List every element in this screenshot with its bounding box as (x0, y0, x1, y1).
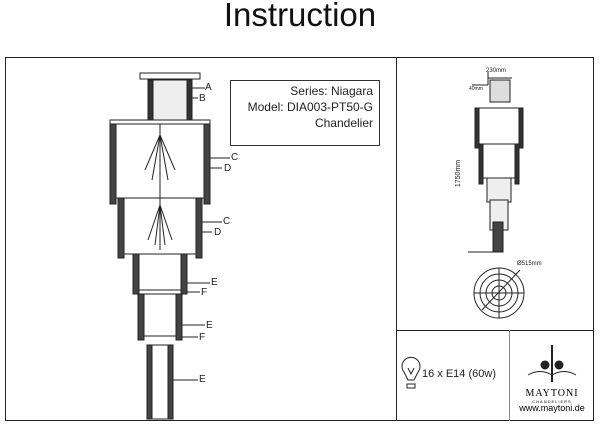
model-text: Model: DIA003-PT50-G (247, 100, 373, 114)
part-label: E (211, 277, 218, 288)
part-label: E (206, 320, 213, 331)
width-dimension: 230mm (486, 68, 507, 74)
product-info-box: Series: Niagara Model: DIA003-PT50-G Cha… (230, 80, 380, 146)
part-label: F (199, 332, 206, 343)
divider (396, 330, 594, 331)
drawing-frame (5, 57, 594, 421)
maytoni-logo-icon (527, 345, 577, 382)
diameter-dimension: Ø515mm (517, 261, 542, 267)
height-dimension: 1750mm (455, 159, 463, 188)
divider (509, 330, 510, 421)
brand-url[interactable]: www.maytoni.de (519, 403, 585, 413)
divider (396, 57, 397, 421)
part-label: C (223, 216, 231, 227)
part-label: D (214, 227, 222, 238)
part-label: C (231, 152, 239, 163)
bulb-spec: 16 x E14 (60w) (422, 368, 496, 380)
part-label: A (205, 82, 212, 93)
part-label: F (201, 287, 208, 298)
part-label: E (199, 374, 206, 385)
brand-name: MAYTONI (525, 388, 579, 399)
part-label: B (199, 93, 206, 104)
type-text: Chandelier (314, 116, 373, 130)
series-text: Series: Niagara (290, 84, 373, 98)
page-title: Instruction (223, 0, 377, 33)
brand-subtitle: CHANDELIERS (532, 399, 572, 404)
part-label: D (224, 163, 232, 174)
top-dimension: 40mm (469, 86, 483, 92)
bulb-icon (401, 356, 421, 389)
